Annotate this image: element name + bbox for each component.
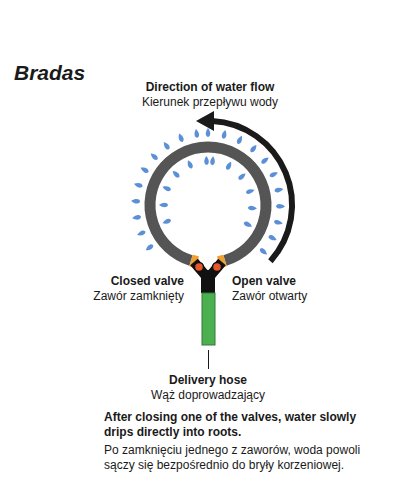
water-drop bbox=[249, 144, 258, 154]
water-drop bbox=[194, 129, 200, 139]
brand-logo: Bradas bbox=[14, 60, 85, 85]
water-drop bbox=[131, 199, 140, 204]
water-drop bbox=[269, 170, 279, 178]
water-drop bbox=[236, 135, 244, 145]
water-drop bbox=[162, 185, 172, 193]
valve-translation: Zawór otwarty bbox=[232, 289, 307, 304]
water-drop bbox=[133, 182, 143, 189]
valve-translation: Zawór zamknięty bbox=[93, 289, 184, 304]
leader-line bbox=[208, 350, 209, 369]
hose-label: Delivery hose bbox=[108, 373, 308, 388]
water-drop bbox=[204, 156, 209, 165]
water-drop bbox=[260, 156, 270, 165]
water-drop bbox=[186, 159, 194, 169]
water-drop bbox=[221, 129, 227, 139]
water-drop bbox=[162, 141, 171, 151]
delivery-hose bbox=[202, 293, 215, 345]
water-drop bbox=[245, 188, 255, 195]
water-drop bbox=[237, 172, 247, 181]
water-drop bbox=[268, 234, 278, 242]
arrow-head bbox=[196, 111, 214, 131]
water-drop bbox=[243, 221, 253, 229]
open-valve bbox=[213, 263, 222, 272]
water-drop bbox=[177, 133, 185, 143]
water-drop bbox=[274, 187, 284, 193]
water-drop bbox=[162, 218, 172, 226]
valve-label: Closed valve bbox=[111, 274, 184, 289]
water-drop bbox=[210, 156, 215, 165]
water-drop bbox=[159, 203, 168, 208]
water-drop bbox=[206, 128, 211, 137]
valve-label: Open valve bbox=[232, 274, 296, 289]
water-drop bbox=[144, 243, 154, 252]
closed-valve bbox=[195, 263, 204, 272]
water-drop bbox=[273, 219, 283, 226]
fitting-body bbox=[201, 270, 215, 293]
water-drop bbox=[276, 204, 285, 209]
water-drop bbox=[136, 229, 146, 237]
heading-translation: Kierunek przepływu wody bbox=[100, 95, 320, 110]
water-drop bbox=[248, 206, 257, 211]
water-drop bbox=[259, 247, 269, 256]
hose-translation: Wąż doprowadzający bbox=[108, 388, 308, 403]
ring-hose bbox=[150, 147, 266, 260]
note-translation: Po zamknięciu jednego z zaworów, woda po… bbox=[104, 443, 384, 473]
water-drop bbox=[132, 215, 142, 221]
water-drop bbox=[140, 166, 150, 174]
water-drop bbox=[171, 169, 181, 178]
note-text: After closing one of the valves, water s… bbox=[104, 410, 384, 440]
water-drop bbox=[149, 152, 159, 161]
heading-label: Direction of water flow bbox=[100, 80, 320, 95]
water-drops bbox=[131, 128, 285, 256]
water-drop bbox=[225, 161, 233, 171]
